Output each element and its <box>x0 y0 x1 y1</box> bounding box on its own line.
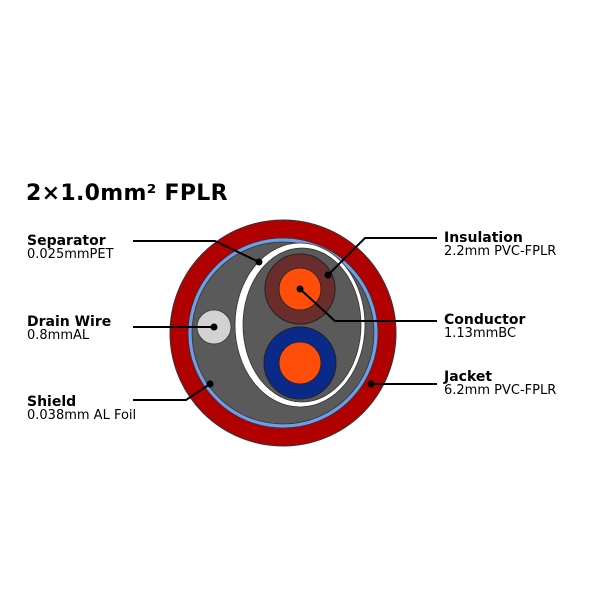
jacket-label: Jacket 6.2mm PVC-FPLR <box>444 370 556 398</box>
separator-leader <box>133 240 260 263</box>
separator-label: Separator 0.025mmPET <box>27 234 114 262</box>
insulation-spec: 2.2mm PVC-FPLR <box>444 244 557 259</box>
insulation-dot <box>324 271 332 279</box>
drain-wire-label: Drain Wire 0.8mmAL <box>27 315 111 343</box>
shield-dot <box>206 380 214 388</box>
insulation-leader <box>327 237 437 276</box>
drain-wire-dot <box>210 323 218 331</box>
shield-name: Shield <box>27 394 77 410</box>
separator-spec: 0.025mmPET <box>27 247 114 262</box>
conductor-2 <box>278 341 322 385</box>
insulation-label: Insulation 2.2mm PVC-FPLR <box>444 231 556 259</box>
jacket-spec: 6.2mm PVC-FPLR <box>444 383 557 398</box>
cable-title: 2×1.0mm² FPLR <box>26 181 228 206</box>
shield-spec: 0.038mm AL Foil <box>27 408 137 423</box>
shield-label: Shield 0.038mm AL Foil <box>27 395 136 423</box>
jacket-dot <box>367 380 375 388</box>
conductor-label: Conductor 1.13mmBC <box>444 313 525 341</box>
separator-dot <box>255 258 263 266</box>
drain-wire-spec: 0.8mmAL <box>27 328 90 343</box>
insulation-name: Insulation <box>444 230 523 246</box>
separator-name: Separator <box>27 233 106 249</box>
conductor-dot <box>296 285 304 293</box>
conductor-name: Conductor <box>444 312 526 328</box>
jacket-name: Jacket <box>444 369 493 385</box>
drain-wire-name: Drain Wire <box>27 314 112 330</box>
conductor-leader <box>299 288 437 322</box>
conductor-spec: 1.13mmBC <box>444 326 517 341</box>
shield-leader <box>133 383 211 401</box>
